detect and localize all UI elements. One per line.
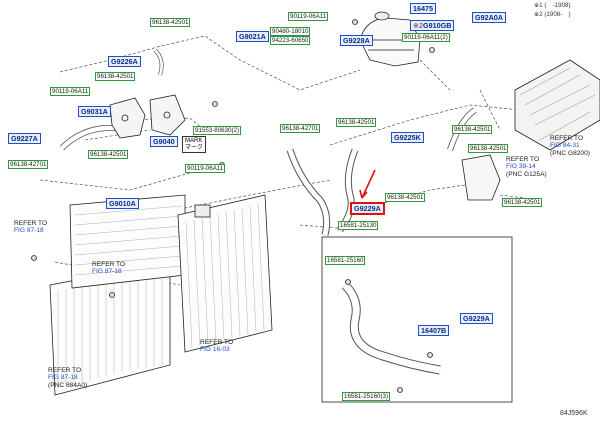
fasteners	[31, 19, 435, 393]
part-label-p10[interactable]: 91553-80630(2)	[193, 126, 242, 135]
red-arrow-pointer	[359, 169, 376, 199]
part-label-p2[interactable]: G9226A	[108, 56, 141, 67]
part-label-p21[interactable]: G9228A	[340, 35, 373, 46]
part-label-p30[interactable]: 16581-25130	[338, 221, 379, 230]
part-label-p33[interactable]: 16407B	[418, 325, 450, 336]
part-label-p14[interactable]: 90480-18010	[270, 27, 311, 36]
hose-upper-left	[59, 48, 164, 151]
part-label-p19[interactable]: G92A0A	[472, 12, 506, 23]
part-label-p28-highlighted[interactable]: G9229A	[350, 202, 385, 215]
part-label-p25[interactable]: 96138-42501	[452, 125, 493, 134]
part-label-p6[interactable]: G9227A	[8, 133, 41, 144]
part-label-p31[interactable]: 16581-25160	[325, 256, 366, 265]
part-label-p12[interactable]: G9010A	[106, 198, 139, 209]
small-tank	[461, 154, 501, 201]
part-label-p9[interactable]: G9040	[150, 136, 178, 147]
header-note-2: ※2 (1908- )	[534, 11, 571, 18]
mark-label: MARK マーク	[182, 136, 207, 154]
part-label-p24[interactable]: G9225K	[391, 132, 424, 143]
part-label-p7[interactable]: 96138-42501	[88, 150, 129, 159]
hose-center	[286, 148, 359, 236]
inverter-assembly	[514, 59, 600, 151]
part-label-p3[interactable]: 96138-42501	[95, 72, 136, 81]
part-label-p27[interactable]: 96138-42501	[502, 198, 543, 207]
detail-box	[321, 236, 513, 403]
part-label-p17[interactable]: 16475	[410, 3, 436, 14]
part-label-p18[interactable]: ※2G910GB	[410, 20, 455, 31]
part-label-p29[interactable]: 96138-42501	[385, 193, 426, 202]
radiator	[177, 194, 273, 353]
part-label-p4[interactable]: 90119-06A11	[50, 87, 91, 96]
part-label-p16[interactable]: G9021A	[236, 31, 269, 42]
reservoir-tank	[359, 11, 421, 67]
part-label-p23[interactable]: 96138-42501	[336, 118, 377, 127]
part-label-p13[interactable]: 90119-06A11	[288, 12, 329, 21]
header-note-1: ※1 ( -1908)	[534, 2, 571, 9]
part-label-p34[interactable]: 16581-25160(3)	[342, 392, 391, 401]
diagram-code: 84J596K	[560, 410, 588, 417]
part-label-p26[interactable]: 96138-42501	[468, 144, 509, 153]
part-label-p1[interactable]: 96138-42501	[150, 18, 191, 27]
part-label-p32[interactable]: G9229A	[460, 313, 493, 324]
hose-detail	[341, 281, 441, 375]
part-label-p8[interactable]: 96138-42701	[8, 160, 49, 169]
part-label-p5[interactable]: G9031A	[78, 106, 111, 117]
part-label-p11[interactable]: 90119-06A11	[185, 164, 226, 173]
part-label-p20[interactable]: 90119-06A11(2)	[402, 33, 450, 42]
part-label-p22[interactable]: 96138-42701	[280, 124, 321, 133]
part-label-p15[interactable]: 94223-60650	[270, 36, 311, 45]
bracket-assembly	[109, 94, 186, 139]
